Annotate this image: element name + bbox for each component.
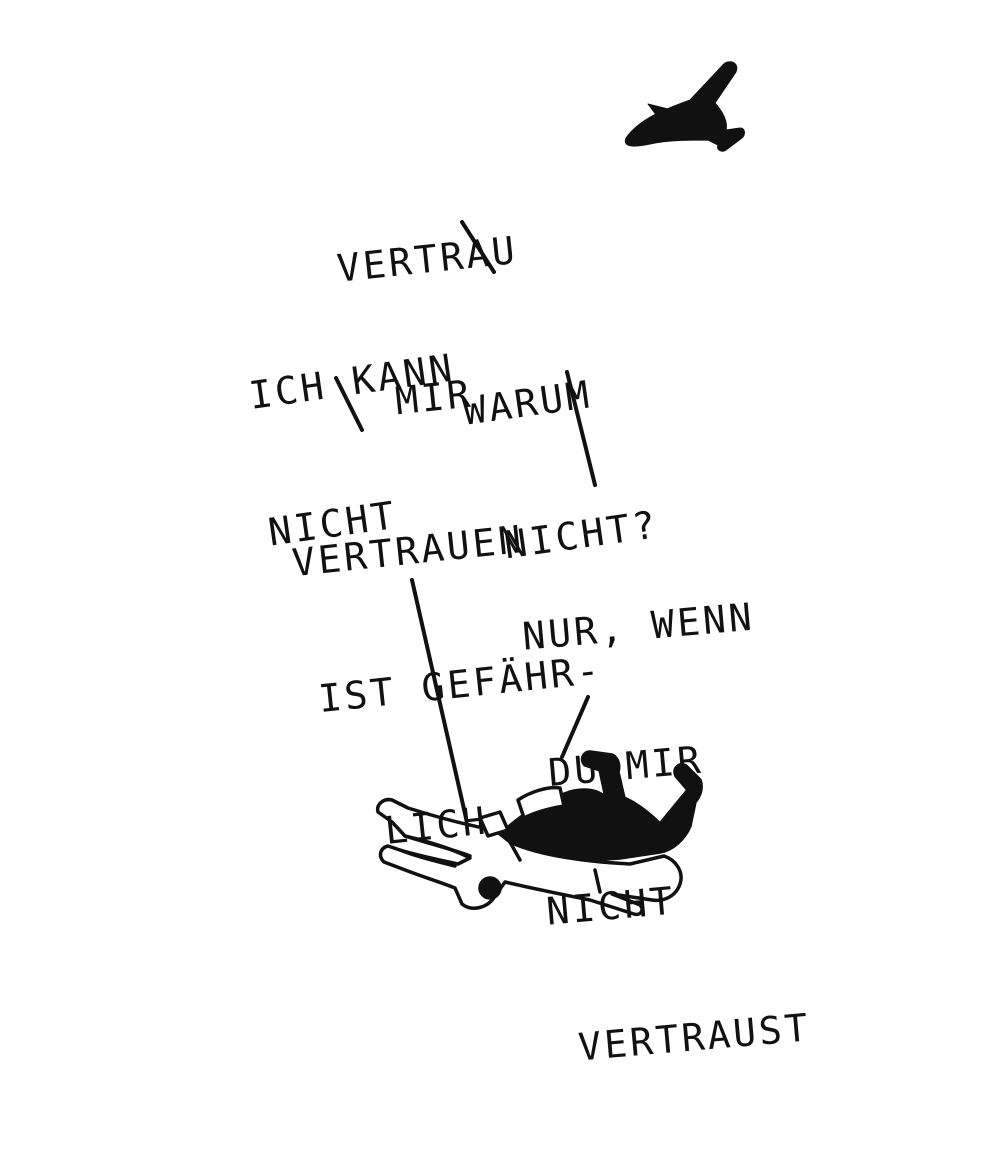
connector-nurwenn-to-figure [560, 695, 590, 759]
illustration-canvas: VERTRAU MIR ICH KANN NICHT WARUM NICHT? … [246, 61, 813, 1070]
text-line: DU MIR [546, 737, 706, 795]
text-line: NUR, WENN [520, 594, 757, 659]
text-line: ICH KANN [246, 345, 458, 418]
line-art [334, 61, 745, 917]
connector-lines [334, 220, 597, 820]
connector-warum-to-nurwenn [565, 370, 597, 487]
connector-ichkann-to-vertrauen [334, 376, 364, 432]
airplane-icon [624, 61, 745, 152]
text-line: VERTRAUST [576, 1005, 813, 1070]
text-line: NICHT [544, 878, 678, 934]
connector-vertrau-to-warum [460, 220, 496, 274]
skydiver-pair-illustration [375, 750, 703, 917]
connector-vertrauen-to-figure [410, 578, 468, 820]
